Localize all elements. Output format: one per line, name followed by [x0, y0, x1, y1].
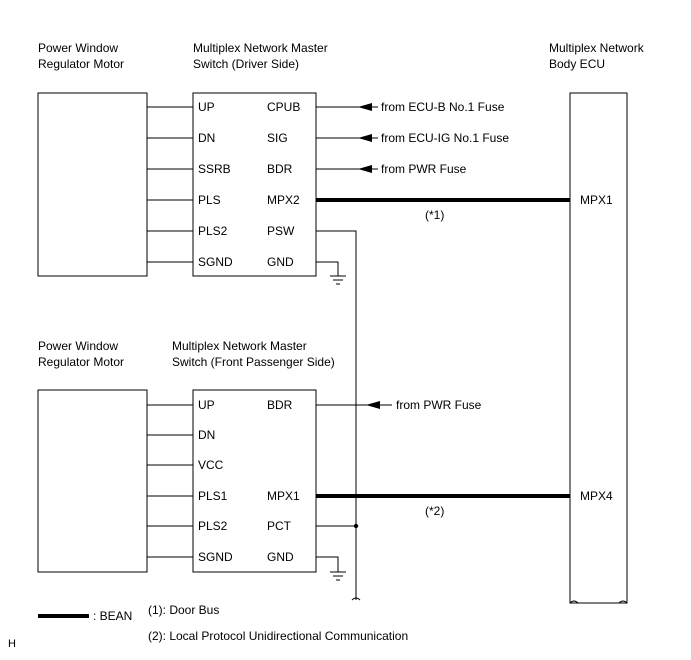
bottom-switch-title-line1: Multiplex Network Master — [172, 339, 307, 353]
bottom-pin-left-5: PLS2 — [198, 519, 228, 533]
top-pin-left-1: UP — [198, 100, 215, 114]
bottom-motor-title-line1: Power Window — [38, 339, 118, 353]
bottom-pin-left-4: PLS1 — [198, 489, 228, 503]
bottom-motor-box — [37, 389, 148, 573]
legend-note-2: (2): Local Protocol Unidirectional Commu… — [148, 629, 408, 643]
ecu-break-icon — [569, 600, 628, 604]
top-motor-title-line2: Regulator Motor — [38, 57, 124, 71]
top-pin-right-4: MPX2 — [267, 193, 300, 207]
top-pin-left-4: PLS — [198, 193, 221, 207]
ecu-pin-1: MPX1 — [580, 193, 613, 207]
ecu-pin-2: MPX4 — [580, 489, 613, 503]
top-bus-note: (*1) — [425, 208, 444, 222]
top-pin-right-1: CPUB — [267, 100, 300, 114]
arrow-icon — [358, 134, 372, 142]
arrow-icon — [358, 103, 372, 111]
bottom-switch-title-line2: Switch (Front Passenger Side) — [172, 355, 335, 369]
top-motor-box — [37, 92, 148, 277]
bottom-pin-left-3: VCC — [198, 458, 224, 472]
top-pin-left-3: SSRB — [198, 162, 231, 176]
bottom-motor-title-line2: Regulator Motor — [38, 355, 124, 369]
bottom-ground-icon — [316, 556, 346, 581]
top-switch-box — [192, 92, 317, 277]
top-motor-title-line1: Power Window — [38, 41, 118, 55]
top-source-2: from ECU-IG No.1 Fuse — [381, 131, 509, 145]
arrow-icon — [366, 401, 380, 409]
wire-break-icon — [351, 597, 361, 601]
top-supply-wires — [316, 103, 378, 173]
top-pin-right-6: GND — [267, 255, 294, 269]
bottom-pin-right-4: MPX1 — [267, 489, 300, 503]
top-ground-icon — [316, 261, 346, 285]
bottom-switch-box — [192, 389, 317, 573]
top-pin-right-3: BDR — [267, 162, 293, 176]
bottom-pin-left-6: SGND — [198, 550, 233, 564]
bottom-pin-left-1: UP — [198, 398, 215, 412]
bottom-bus-note: (*2) — [425, 504, 444, 518]
arrow-icon — [358, 165, 372, 173]
psw-pct-wire — [316, 230, 357, 600]
ecu-title-line2: Body ECU — [549, 57, 605, 71]
top-switch-title-line1: Multiplex Network Master — [193, 41, 328, 55]
top-pin-right-5: PSW — [267, 224, 295, 238]
top-pin-left-2: DN — [198, 131, 215, 145]
top-source-1: from ECU-B No.1 Fuse — [381, 100, 505, 114]
top-switch-title-line2: Switch (Driver Side) — [193, 57, 299, 71]
legend-note-1: (1): Door Bus — [148, 603, 219, 617]
top-pin-left-6: SGND — [198, 255, 233, 269]
junction-dot — [353, 523, 359, 529]
ecu-title-line1: Multiplex Network — [549, 41, 645, 55]
diagram-id: H — [8, 638, 16, 650]
top-pin-right-2: SIG — [267, 131, 288, 145]
top-source-3: from PWR Fuse — [381, 162, 467, 176]
bottom-pin-right-5: PCT — [267, 519, 292, 533]
top-motor-wires — [147, 106, 193, 263]
legend-bean-label: : BEAN — [93, 609, 132, 623]
bottom-pin-right-1: BDR — [267, 398, 293, 412]
bottom-source-1: from PWR Fuse — [396, 398, 482, 412]
top-pin-left-5: PLS2 — [198, 224, 228, 238]
bottom-supply-wire — [316, 401, 392, 409]
bottom-pin-left-2: DN — [198, 428, 215, 442]
bottom-pin-right-6: GND — [267, 550, 294, 564]
bottom-motor-wires — [147, 404, 193, 558]
ecu-box — [569, 92, 628, 604]
